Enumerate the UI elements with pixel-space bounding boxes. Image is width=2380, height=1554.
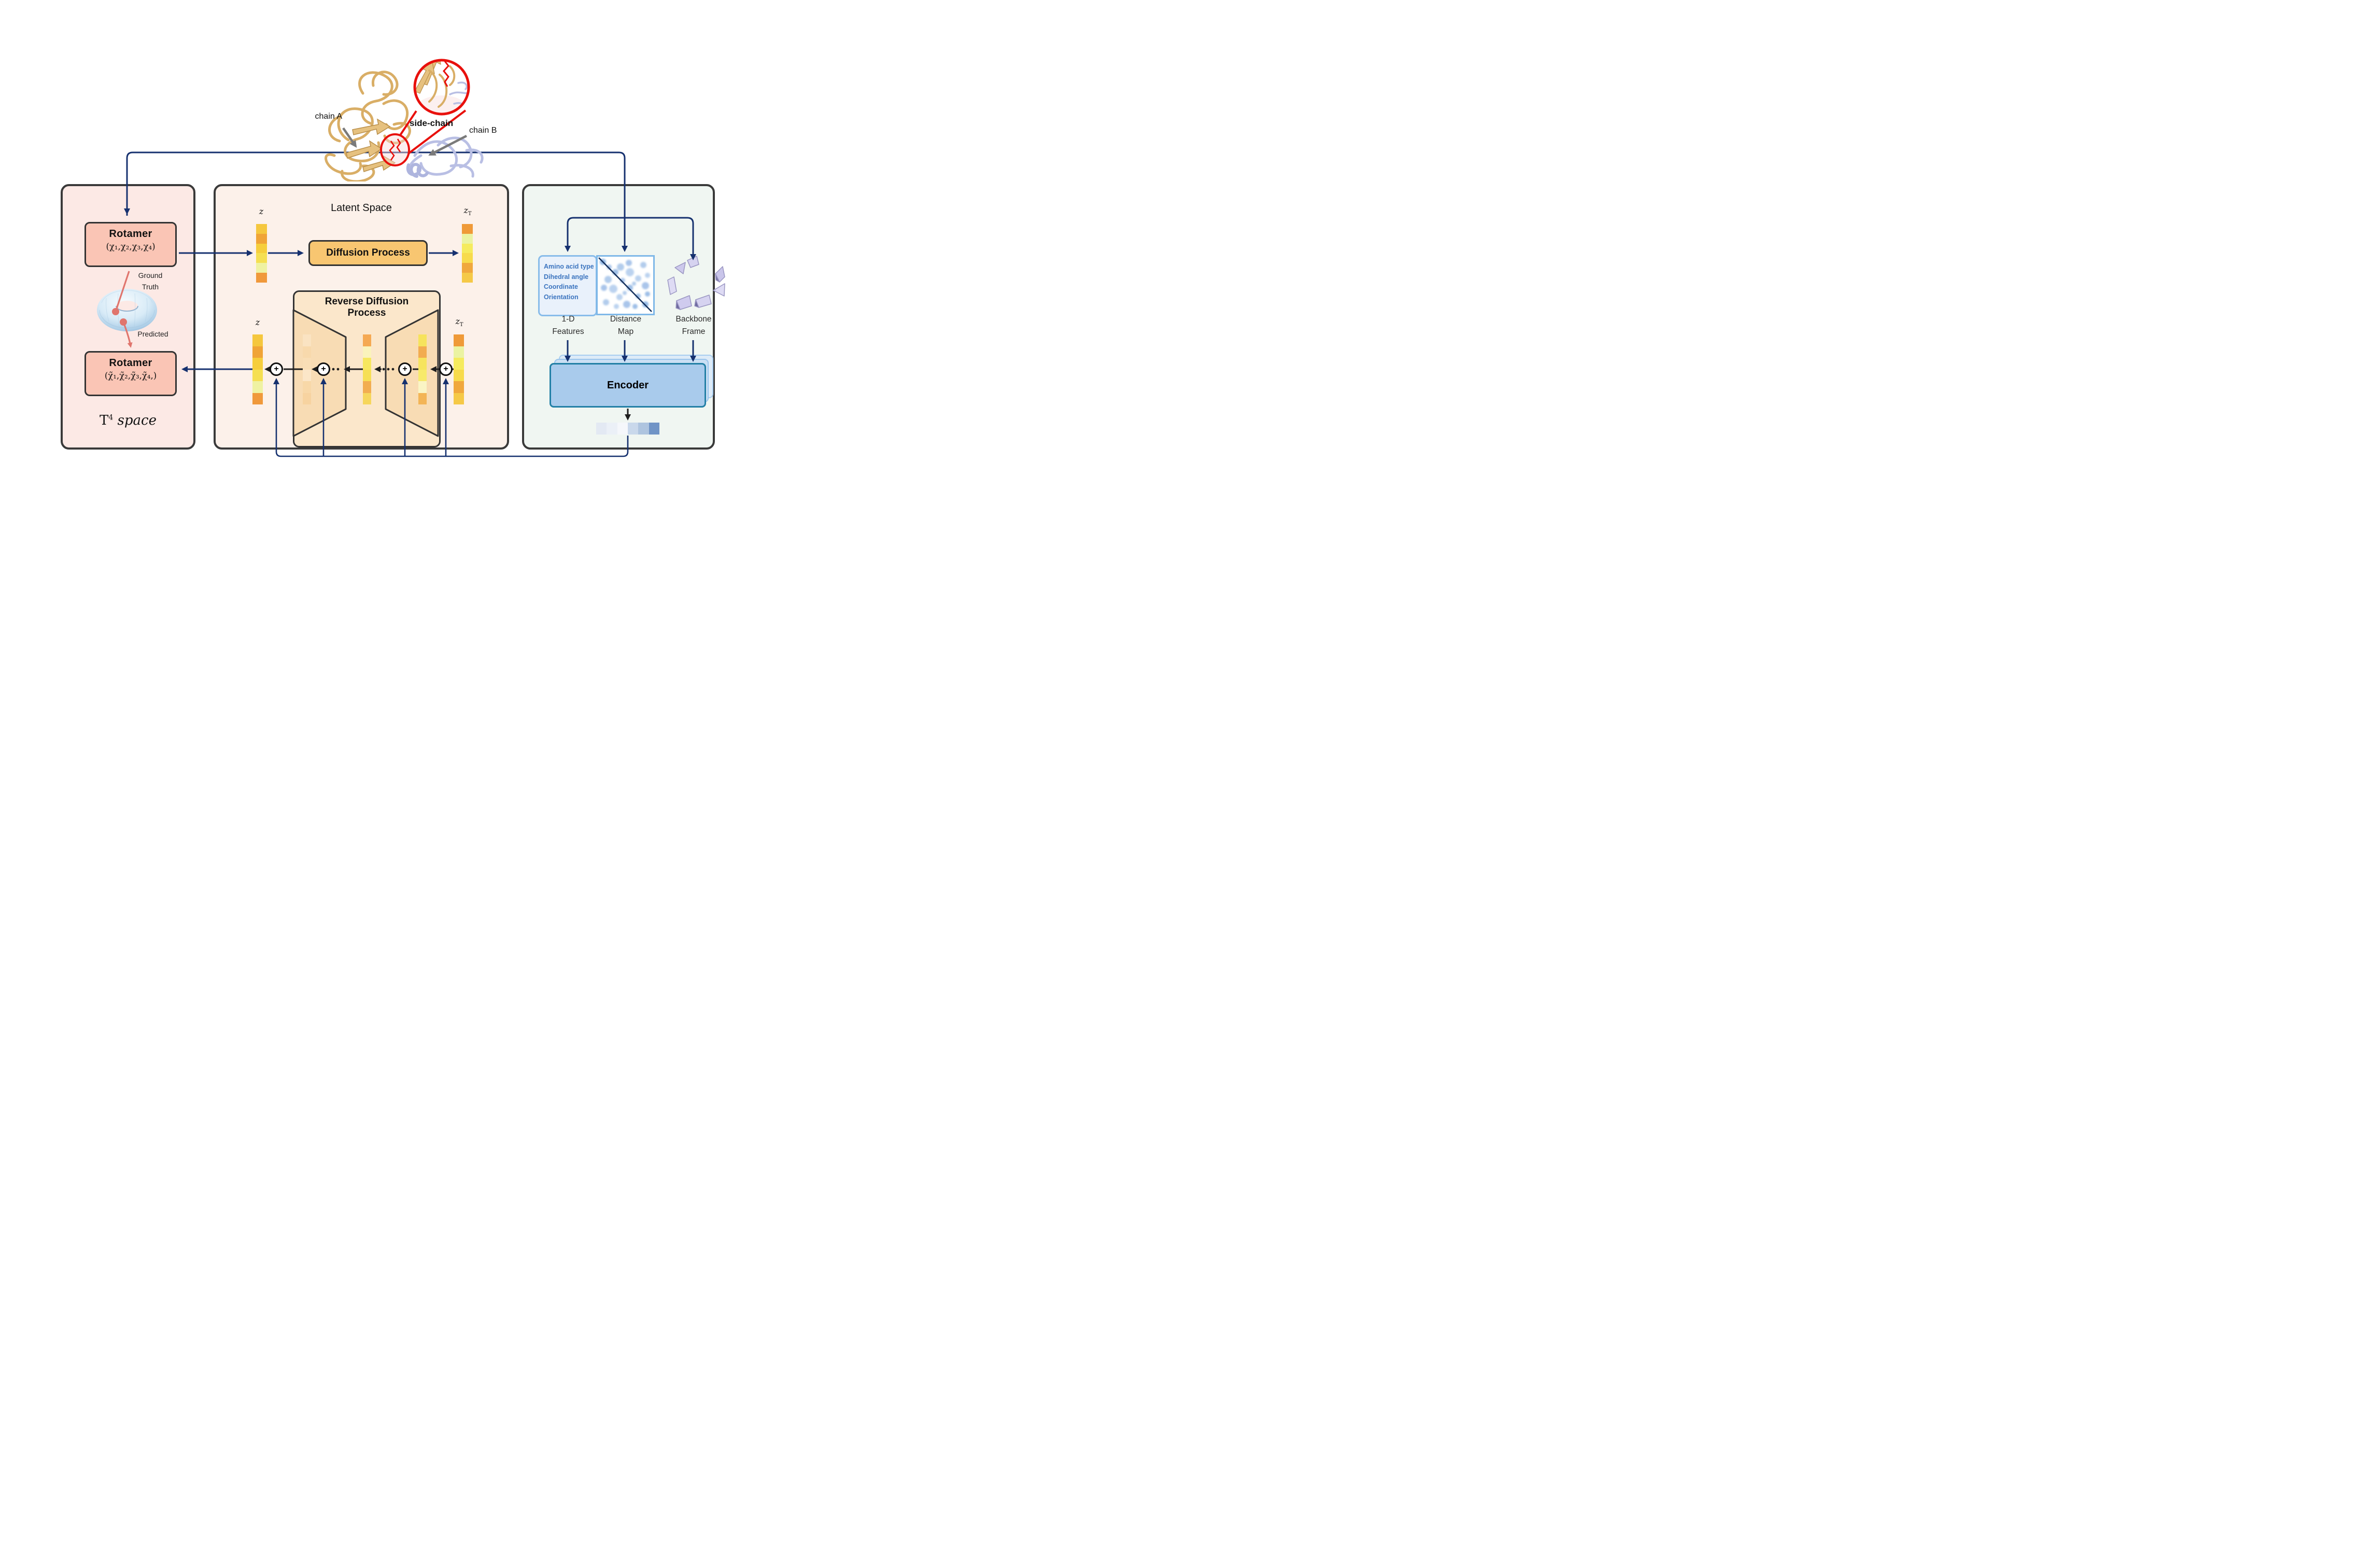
predicted-label: Predicted (137, 330, 168, 338)
plus-icon: + (398, 362, 412, 376)
strip-segment (303, 369, 311, 381)
strip-segment (462, 263, 473, 273)
distance-map-label: Distance Map (610, 315, 642, 336)
unet-inner-strip-right (418, 334, 427, 404)
strip-segment (363, 393, 371, 404)
strip-segment (454, 346, 464, 358)
strip-segment (462, 233, 473, 244)
chain-b-label: chain B (469, 126, 497, 135)
reverse-diffusion-title-line1: Reverse Diffusion (325, 296, 409, 307)
lens-circle (413, 59, 470, 116)
strip-segment (303, 334, 311, 346)
rotamer-top-title: Rotamer (109, 228, 152, 240)
strip-segment (462, 243, 473, 254)
rotamer-ground-truth-box: Rotamer (χ₁,χ₂,χ₃,χ₄) (85, 222, 177, 267)
strip-segment (454, 358, 464, 370)
strip-segment (454, 334, 464, 346)
strip-segment (303, 381, 311, 393)
strip-segment (363, 381, 371, 393)
encoder-box: Encoder (550, 363, 706, 408)
strip-segment (256, 263, 267, 273)
strip-segment (256, 224, 267, 234)
strip-segment (638, 423, 649, 435)
encoder-output-embedding-strip (596, 423, 659, 435)
strip-segment (252, 381, 263, 393)
backbone-frame-illustration (667, 256, 725, 310)
t4-space-label: T4 space (100, 413, 157, 428)
strip-segment (303, 358, 311, 370)
strip-segment (256, 253, 267, 263)
rotamer-bottom-title: Rotamer (109, 357, 152, 369)
strip-segment (256, 233, 267, 244)
strip-segment (303, 393, 311, 404)
1d-features-box: Amino acid type Dihedral angle Coordinat… (538, 255, 597, 316)
strip-segment (649, 423, 659, 435)
strip-segment (617, 423, 628, 435)
backbone-frame-label: Backbone Frame (675, 315, 712, 336)
strip-segment (627, 423, 639, 435)
strip-segment (462, 253, 473, 263)
strip-segment (363, 334, 371, 346)
strip-segment (418, 393, 427, 404)
strip-segment (252, 358, 263, 370)
zT-label-bottom: zT (455, 316, 463, 328)
side-chain-highlight-ring (380, 133, 410, 166)
strip-segment (363, 346, 371, 358)
z-label-bottom: z (255, 317, 260, 327)
z-label-top: z (259, 206, 264, 216)
distance-map-image (596, 255, 655, 315)
ground-truth-label: Ground Truth (138, 271, 163, 291)
strip-segment (256, 243, 267, 254)
strip-segment (596, 423, 607, 435)
1d-features-label: 1-D Features (552, 315, 584, 336)
chain-a-pointer-arrow (342, 127, 357, 148)
strip-segment (454, 381, 464, 393)
distance-map-diagonal (598, 257, 652, 312)
latent-space-title: Latent Space (331, 202, 392, 214)
figure-canvas: Reverse Diffusion Process Rotamer (0, 0, 793, 518)
reverse-diffusion-title-line2: Process (347, 307, 386, 318)
lens-connector-left (399, 110, 417, 137)
strip-segment (252, 334, 263, 346)
strip-segment (418, 381, 427, 393)
plus-icon: + (439, 362, 453, 376)
diffusion-process-box: Diffusion Process (308, 240, 428, 266)
strip-segment (607, 423, 617, 435)
strip-segment (363, 369, 371, 381)
plus-icon: + (270, 362, 283, 376)
latent-z-strip-top (256, 224, 267, 283)
strip-segment (252, 369, 263, 381)
unet-inner-strip-middle (363, 334, 371, 404)
side-chain-label: side-chain (410, 118, 454, 128)
rotamer-predicted-box: Rotamer (χ̃₁,χ̃₂,χ̃₃,χ̃₄,) (85, 351, 177, 396)
chain-a-label: chain A (315, 112, 342, 121)
strip-segment (418, 346, 427, 358)
plus-icon: + (317, 362, 330, 376)
strip-segment (462, 224, 473, 234)
side-chain-stick-zoom (443, 61, 449, 87)
rotamer-top-formula: (χ₁,χ₂,χ₃,χ₄) (106, 242, 156, 251)
latent-zT-strip-top (462, 224, 473, 283)
latent-z-strip-bottom (252, 334, 263, 404)
strip-segment (418, 369, 427, 381)
strip-segment (256, 273, 267, 283)
strip-segment (454, 369, 464, 381)
unet-inner-strip-left (303, 334, 311, 404)
strip-segment (252, 346, 263, 358)
strip-segment (303, 346, 311, 358)
zT-label-top: zT (463, 205, 472, 217)
protein-complex-illustration (325, 59, 484, 181)
strip-segment (363, 358, 371, 370)
strip-segment (252, 393, 263, 404)
latent-zT-strip-bottom (454, 334, 464, 404)
strip-segment (418, 358, 427, 370)
chain-b-pointer-arrow (428, 135, 468, 156)
rotamer-bottom-formula: (χ̃₁,χ̃₂,χ̃₃,χ̃₄,) (104, 371, 157, 381)
strip-segment (454, 393, 464, 404)
strip-segment (418, 334, 427, 346)
strip-segment (462, 273, 473, 283)
lens-connector-right (407, 109, 467, 155)
chain-b-helix (406, 163, 429, 178)
